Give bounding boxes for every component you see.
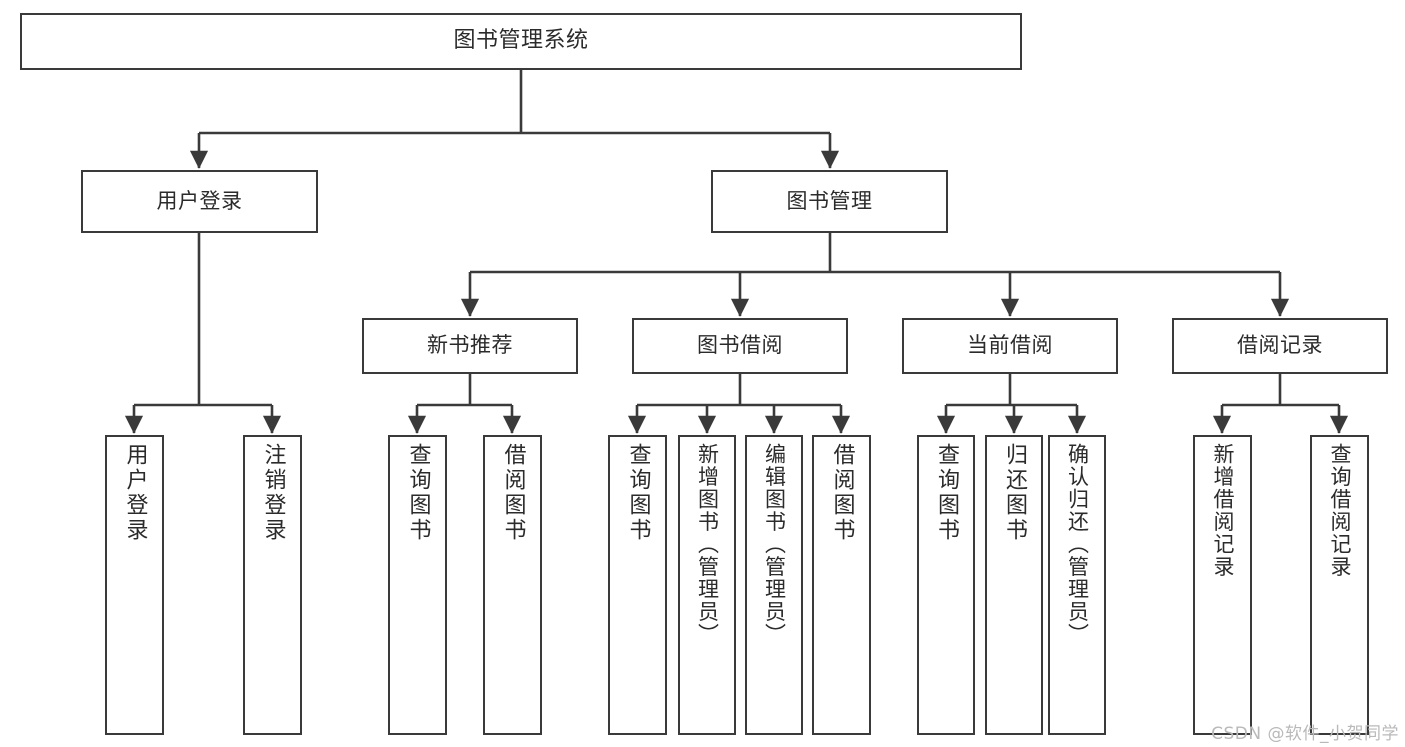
node-label: 借阅图书 <box>829 443 855 543</box>
node-label: 用户登录 <box>122 443 148 543</box>
node-label: 归还图书 <box>1002 443 1027 543</box>
node-leaf-query-book-2[interactable]: 查询图书 <box>608 435 667 735</box>
node-leaf-edit-book[interactable]: 编辑图书（管理员） <box>745 435 803 735</box>
node-label: 用户登录 <box>156 188 243 213</box>
node-new-book-recommend[interactable]: 新书推荐 <box>362 318 578 374</box>
node-leaf-return-book[interactable]: 归还图书 <box>985 435 1043 735</box>
node-label: 新书推荐 <box>427 333 513 358</box>
node-label: 查询借阅记录 <box>1328 443 1352 578</box>
node-label: 图书借阅 <box>697 333 783 358</box>
node-book-borrow[interactable]: 图书借阅 <box>632 318 848 374</box>
node-label: 确认归还（管理员） <box>1065 443 1090 646</box>
node-label: 查询图书 <box>405 443 431 543</box>
node-book-manage[interactable]: 图书管理 <box>711 170 948 233</box>
node-user-login[interactable]: 用户登录 <box>81 170 318 233</box>
node-leaf-query-book-1[interactable]: 查询图书 <box>388 435 447 735</box>
node-label: 借阅记录 <box>1237 333 1323 358</box>
node-leaf-query-book-3[interactable]: 查询图书 <box>917 435 975 735</box>
node-leaf-add-book[interactable]: 新增图书（管理员） <box>678 435 736 735</box>
node-root-book-management-system[interactable]: 图书管理系统 <box>20 13 1022 70</box>
node-label: 借阅图书 <box>500 443 526 543</box>
node-label: 图书管理 <box>786 188 873 213</box>
node-leaf-logout-login[interactable]: 注销登录 <box>243 435 302 735</box>
node-leaf-borrow-book-1[interactable]: 借阅图书 <box>483 435 542 735</box>
node-leaf-borrow-book-2[interactable]: 借阅图书 <box>812 435 871 735</box>
node-leaf-add-record[interactable]: 新增借阅记录 <box>1193 435 1252 735</box>
node-label: 新增借阅记录 <box>1211 443 1235 578</box>
node-label: 当前借阅 <box>967 333 1053 358</box>
node-leaf-query-record[interactable]: 查询借阅记录 <box>1310 435 1369 735</box>
node-current-borrow[interactable]: 当前借阅 <box>902 318 1118 374</box>
node-leaf-user-login[interactable]: 用户登录 <box>105 435 164 735</box>
node-label: 图书管理系统 <box>453 28 589 54</box>
node-label: 编辑图书（管理员） <box>762 443 787 646</box>
node-borrow-record[interactable]: 借阅记录 <box>1172 318 1388 374</box>
node-leaf-confirm-return[interactable]: 确认归还（管理员） <box>1048 435 1106 735</box>
node-label: 查询图书 <box>934 443 959 543</box>
node-label: 注销登录 <box>260 443 286 543</box>
node-label: 查询图书 <box>625 443 651 543</box>
node-label: 新增图书（管理员） <box>695 443 720 646</box>
